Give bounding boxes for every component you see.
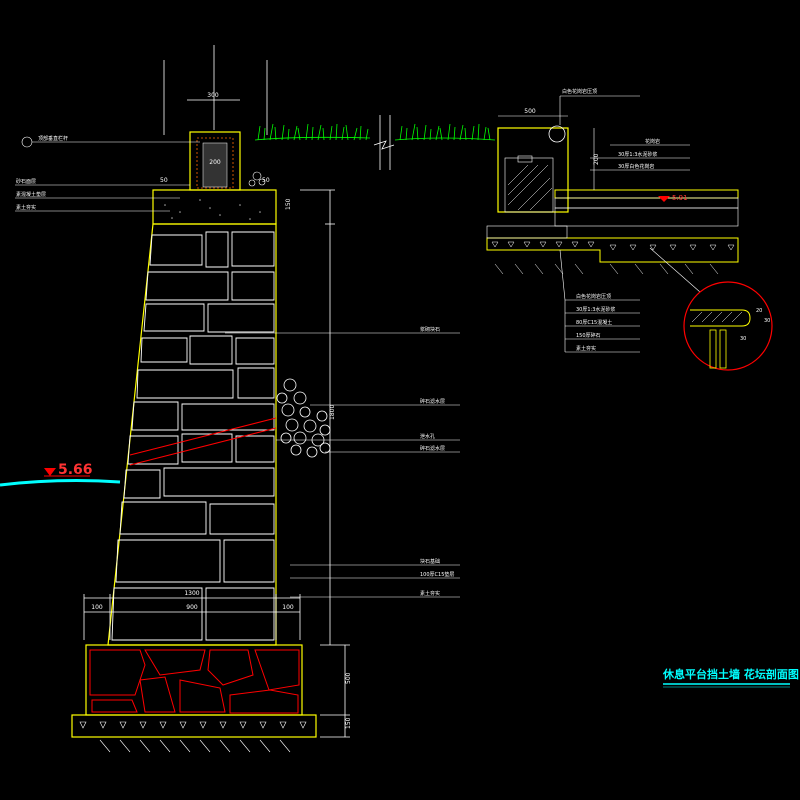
dim-wall-1800: 1800	[329, 405, 336, 420]
label-l3: 素混凝土垫层	[16, 191, 46, 198]
dim-cap-50: 50	[160, 177, 168, 184]
label-p2: 花岗岩	[645, 138, 660, 145]
right-wall-leaders	[225, 332, 460, 598]
label-l2: 砂石面层	[16, 178, 36, 185]
foundation-dimensions	[320, 644, 350, 738]
stone-masonry-wall	[107, 223, 277, 646]
water-level	[0, 468, 121, 487]
detail-callout	[649, 247, 773, 371]
label-r2: 碎石滤水层	[420, 398, 445, 405]
break-symbol	[373, 115, 395, 170]
dim-slab-150: 150	[285, 198, 292, 210]
water-level-value: 5.66	[58, 462, 93, 478]
label-r5: 块石基础	[420, 558, 440, 565]
label-r3: 泄水孔	[420, 433, 435, 440]
cap-slab	[152, 189, 277, 225]
dim-base-total: 1300	[184, 590, 199, 597]
dim-base-left: 100	[91, 604, 103, 611]
grass	[254, 123, 496, 141]
dim-cap2-50: 50	[262, 177, 270, 184]
label-p7: 80厚C15混凝土	[576, 319, 612, 326]
dim-base-right: 100	[282, 604, 294, 611]
stone-foundation	[71, 644, 317, 753]
base-dimensions	[83, 594, 301, 640]
dim-top-300: 300	[207, 92, 219, 99]
label-p5: 白色花岗岩压顶	[576, 293, 611, 300]
dim-planter-h: 200	[593, 153, 600, 165]
dim-inner-200: 200	[209, 159, 221, 166]
label-p9: 素土夯实	[576, 345, 596, 352]
drawing-title: 休息平台挡土墙 花坛剖面图 1:5	[662, 667, 800, 681]
dim-detail-c: 30	[740, 336, 746, 342]
label-l4: 素土夯实	[16, 204, 36, 211]
label-p1: 白色花岗岩压顶	[562, 88, 597, 95]
dim-found-500: 500	[345, 672, 352, 684]
dim-detail-a: 20	[756, 308, 762, 314]
dim-planter-w: 500	[524, 108, 536, 115]
label-r1: 浆砌块石	[420, 326, 440, 333]
elevation-right: 5.91	[672, 194, 688, 202]
label-p4: 30厚白色花岗岩	[618, 163, 654, 170]
label-r6: 100厚C15垫层	[420, 571, 454, 578]
gravel-filter	[276, 378, 331, 458]
wall-cap-planter	[189, 131, 266, 191]
left-leaders	[15, 136, 200, 212]
label-r4: 碎石滤水层	[420, 445, 445, 452]
wall-height-dimension	[300, 189, 335, 645]
dim-base-mid: 900	[186, 604, 198, 611]
label-p8: 150厚碎石	[576, 332, 601, 339]
planter-leaders	[559, 95, 690, 353]
label-l1: 顶部垂直栏杆	[38, 135, 68, 142]
top-guide-lines	[163, 45, 268, 135]
dim-found-150: 150	[345, 717, 352, 729]
label-p6: 30厚1:3水泥砂浆	[576, 306, 615, 313]
dim-detail-b: 30	[764, 318, 770, 324]
label-r7: 素土夯实	[420, 590, 440, 597]
label-p3: 30厚1:3水泥砂浆	[618, 151, 657, 158]
planter-section	[486, 125, 739, 275]
